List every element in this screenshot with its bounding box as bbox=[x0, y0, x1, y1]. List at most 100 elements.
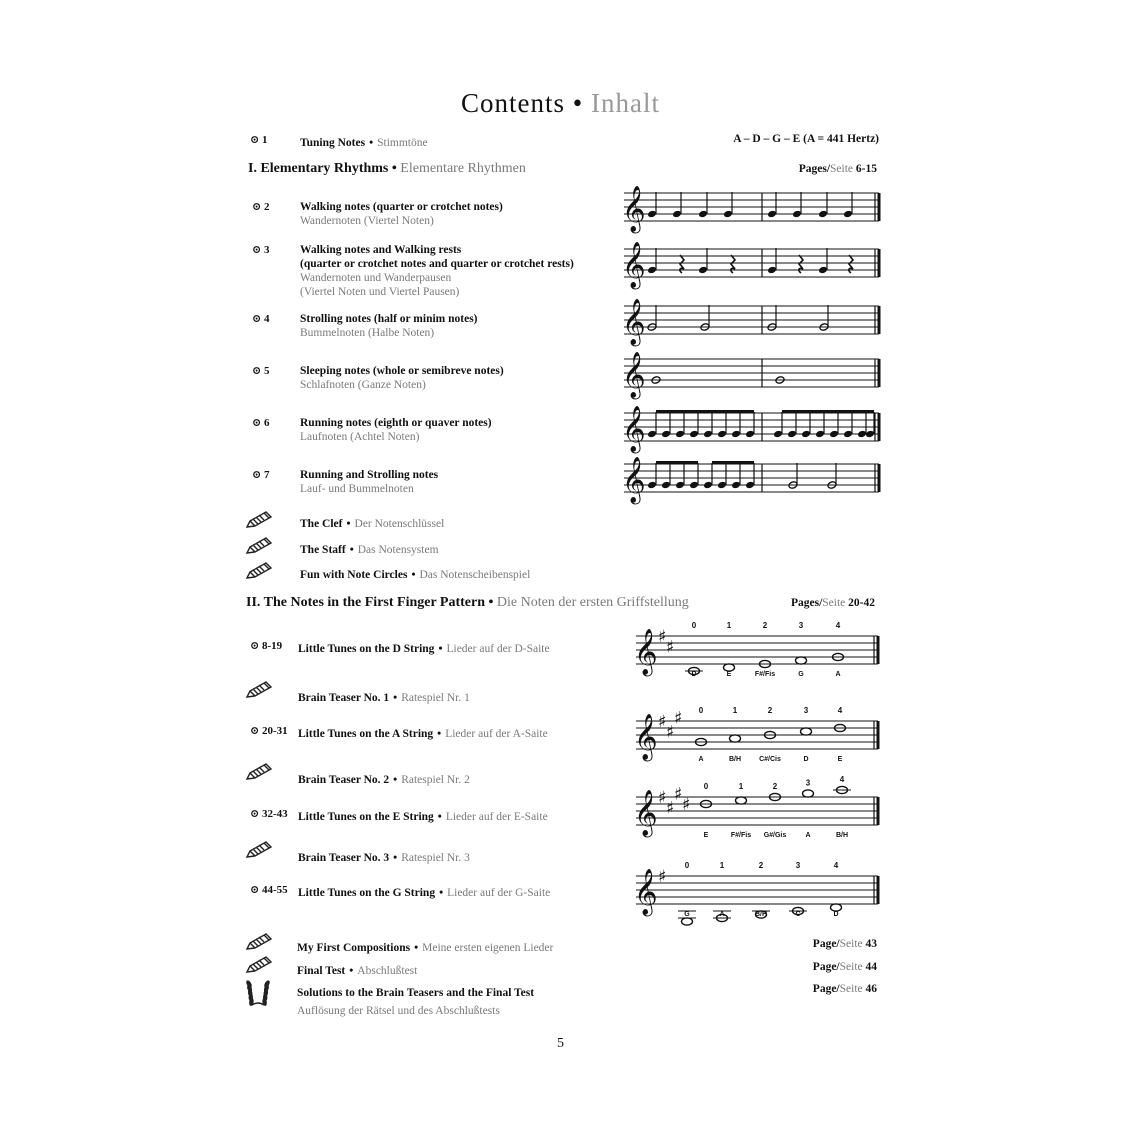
note-head bbox=[723, 210, 733, 218]
brain-teaser-entry: Brain Teaser No. 3 • Ratespiel Nr. 3 bbox=[298, 848, 470, 866]
staff-lines bbox=[636, 875, 878, 905]
note-head bbox=[865, 430, 875, 438]
track-number: ⊙ 4 bbox=[252, 313, 270, 325]
finger-number: 4 bbox=[838, 706, 843, 715]
finger-number: 3 bbox=[796, 861, 801, 870]
title-en: Contents bbox=[461, 88, 566, 118]
note-head bbox=[672, 210, 682, 218]
entry-line-en: Running and Strolling notes bbox=[300, 469, 439, 481]
treble-clef-icon: 𝄞 bbox=[622, 299, 646, 347]
note-name: E bbox=[838, 756, 843, 763]
note-head bbox=[698, 266, 708, 274]
staff-lines bbox=[636, 720, 878, 750]
finger-number: 3 bbox=[806, 779, 811, 788]
note-head bbox=[843, 430, 853, 438]
exercise-entry: The Staff • Das Notensystem bbox=[300, 540, 439, 558]
finger-number: 0 bbox=[685, 861, 690, 870]
note-head bbox=[647, 430, 657, 438]
tuning-notes: Tuning Notes • Stimmtöne bbox=[300, 133, 428, 151]
finger-number: 1 bbox=[739, 782, 744, 791]
quarter-rest bbox=[847, 254, 855, 274]
entry-title-en: Brain Teaser No. 1 bbox=[298, 692, 390, 704]
whole-note bbox=[680, 917, 694, 926]
note-name: A bbox=[719, 911, 724, 918]
entry-title-de: Ratespiel Nr. 3 bbox=[401, 852, 470, 864]
staff-lines bbox=[636, 635, 878, 665]
finger-number: 3 bbox=[799, 621, 804, 630]
pages-label-en: Pages/ bbox=[798, 163, 831, 175]
note-head bbox=[745, 430, 755, 438]
entry-title-de: Das Notenscheibenspiel bbox=[419, 569, 531, 581]
brain-teaser-entry: Brain Teaser No. 1 • Ratespiel Nr. 1 bbox=[298, 688, 470, 706]
pencil-shape bbox=[245, 511, 273, 528]
pencil-shape bbox=[245, 537, 273, 554]
section-title-de: Die Noten der ersten Griffstellung bbox=[496, 595, 689, 610]
sharp-icon: ♯ bbox=[666, 799, 674, 819]
entry-line-en: Sleeping notes (whole or semibreve notes… bbox=[300, 365, 504, 377]
string-entry: Little Tunes on the D String • Lieder au… bbox=[298, 639, 550, 657]
staff-lines bbox=[624, 305, 879, 335]
track-number: ⊙ 20-31 bbox=[250, 725, 288, 737]
finger-number: 4 bbox=[840, 775, 845, 784]
quarter-rest bbox=[797, 254, 805, 274]
wreath-shape bbox=[246, 980, 270, 1006]
string-entry: Little Tunes on the G String • Lieder au… bbox=[298, 883, 550, 901]
whole-note bbox=[831, 652, 845, 662]
note-name: A bbox=[698, 756, 703, 763]
exercise-entry: Fun with Note Circles • Das Notenscheibe… bbox=[300, 565, 530, 583]
pencil-icon bbox=[245, 956, 273, 973]
pages-range: 20-42 bbox=[845, 597, 875, 609]
finger-number: 4 bbox=[836, 621, 841, 630]
entry-line-en: Walking notes and Walking rests bbox=[300, 244, 462, 256]
note-head bbox=[731, 430, 741, 438]
track-number: ⊙ 8-19 bbox=[250, 640, 283, 652]
treble-clef-icon: 𝄞 bbox=[634, 869, 658, 917]
whole-note bbox=[763, 730, 777, 740]
treble-clef-icon: 𝄞 bbox=[622, 406, 646, 454]
entry-title-de: Auflösung der Rätsel und des Abschlußtes… bbox=[297, 1005, 500, 1017]
page-num: 44 bbox=[862, 961, 878, 973]
entry-page: Page/Seite 43 bbox=[813, 938, 877, 950]
note-name: C bbox=[795, 911, 800, 918]
staff-lines bbox=[624, 192, 879, 222]
whole-note bbox=[699, 799, 713, 809]
entry-title-en: Brain Teaser No. 3 bbox=[298, 852, 390, 864]
whole-note bbox=[728, 734, 742, 743]
pencil-shape bbox=[245, 681, 273, 698]
quarter-rest bbox=[729, 254, 737, 274]
page-label-en: Page/ bbox=[812, 938, 840, 950]
section-heading-2: II. The Notes in the First Finger Patter… bbox=[246, 595, 689, 611]
note-head bbox=[792, 210, 802, 218]
entry-title-de: Lieder auf der D-Saite bbox=[446, 643, 550, 655]
note-head bbox=[647, 266, 657, 274]
note-head bbox=[815, 430, 825, 438]
bullet: • bbox=[437, 811, 442, 823]
entry-title-en: Fun with Note Circles bbox=[300, 569, 408, 581]
note-head bbox=[801, 430, 811, 438]
note-head bbox=[745, 481, 755, 489]
note-head bbox=[717, 481, 727, 489]
whole-note bbox=[722, 663, 736, 672]
entry-line-de: Wandernoten und Wanderpausen bbox=[300, 272, 452, 284]
staff-lines bbox=[636, 796, 878, 826]
laurel-wreath-icon bbox=[246, 980, 270, 1006]
note-head bbox=[818, 266, 828, 274]
whole-note bbox=[734, 796, 748, 805]
note-name: D bbox=[691, 671, 696, 678]
entry-line-de: Wandernoten (Viertel Noten) bbox=[300, 215, 434, 227]
sharp-icon: ♯ bbox=[674, 785, 682, 805]
sharp-icon: ♯ bbox=[682, 795, 690, 815]
note-head bbox=[787, 430, 797, 438]
entry-line-de: Lauf- und Bummelnoten bbox=[300, 483, 414, 495]
sharp-icon: ♯ bbox=[658, 788, 666, 808]
rhythm-entry: Walking notes (quarter or crotchet notes… bbox=[300, 200, 503, 228]
note-head bbox=[703, 481, 713, 489]
page-label-en: Page/ bbox=[812, 961, 840, 973]
entry-title-de: Lieder auf der E-Saite bbox=[445, 811, 548, 823]
entry-title-de: Lieder auf der G-Saite bbox=[447, 887, 551, 899]
page-label-de: Seite bbox=[839, 961, 863, 973]
treble-clef-icon: 𝄞 bbox=[622, 352, 646, 400]
entry-page: Page/Seite 46 bbox=[813, 983, 877, 995]
treble-clef-icon: 𝄞 bbox=[622, 186, 646, 234]
